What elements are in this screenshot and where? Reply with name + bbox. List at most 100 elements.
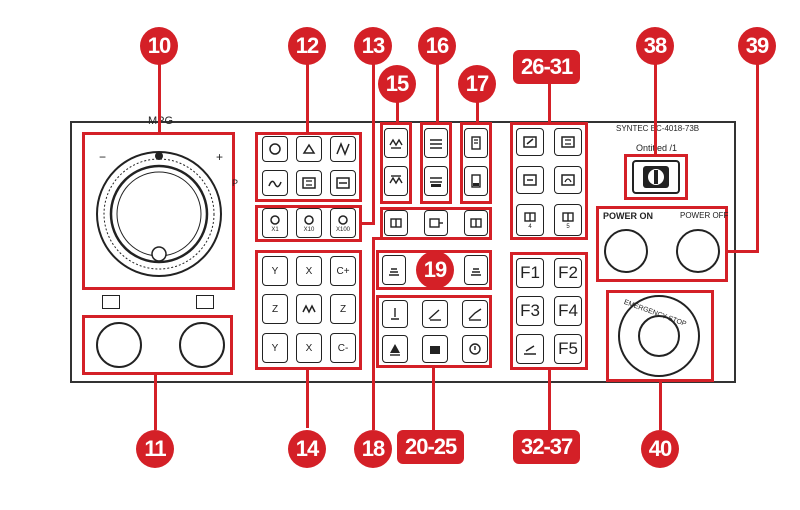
- jog-key-c-minus[interactable]: C-: [330, 333, 356, 363]
- leader-13: [372, 60, 375, 225]
- f4-label: F4: [558, 301, 578, 320]
- jog-key-z-plus-label: Z: [339, 303, 347, 315]
- feed-hold-icon: [430, 346, 440, 354]
- chuck-icon: [429, 218, 443, 228]
- mpg-plus-sign: +: [216, 150, 224, 164]
- mode-key-4[interactable]: [262, 170, 288, 196]
- f1-key[interactable]: F1: [516, 258, 544, 288]
- group-32-37-box: [510, 252, 588, 370]
- marker-19: 19: [416, 251, 454, 289]
- key-15-top[interactable]: [384, 128, 408, 158]
- key-25[interactable]: [462, 335, 488, 363]
- f2-label: F2: [558, 263, 578, 282]
- leader-40: [659, 382, 662, 430]
- key-18-2[interactable]: [424, 210, 448, 236]
- marker-16: 16: [418, 27, 456, 65]
- jog-key-y-plus[interactable]: Y: [262, 256, 288, 286]
- group-40-box: [606, 290, 714, 382]
- power-off-label: POWER OFF: [680, 211, 729, 220]
- jog-keys-box: [255, 250, 362, 370]
- multiplier-x100-icon: [338, 215, 348, 225]
- power-on-button[interactable]: [604, 229, 648, 273]
- mode-key-5[interactable]: [296, 170, 322, 196]
- axis-4-label: 4: [528, 224, 532, 230]
- jog-key-c-plus-label: C+: [336, 265, 350, 277]
- key-28[interactable]: [516, 166, 544, 194]
- jog-key-z-minus[interactable]: Z: [262, 294, 288, 324]
- mode-key-2-icon: [302, 143, 316, 154]
- f2-key[interactable]: F2: [554, 258, 582, 288]
- f3-label: F3: [520, 301, 540, 320]
- key-17-bottom[interactable]: [464, 166, 488, 196]
- left-knob[interactable]: [96, 322, 142, 368]
- jog-key-y-minus[interactable]: Y: [262, 333, 288, 363]
- jog-key-c-minus-label: C-: [337, 342, 349, 354]
- marker-18: 18: [354, 430, 392, 468]
- key-24[interactable]: [422, 335, 448, 363]
- mode-key-2[interactable]: [296, 136, 322, 162]
- jog-key-c-plus[interactable]: C+: [330, 256, 356, 286]
- magazine-icon: [561, 136, 575, 148]
- jog-key-rapid[interactable]: [296, 294, 322, 324]
- mode-key-3[interactable]: [330, 136, 356, 162]
- key-18-3[interactable]: [464, 210, 488, 236]
- jog-key-x-minus[interactable]: X: [296, 333, 322, 363]
- group-17-box: [460, 122, 492, 204]
- mpg-group-box: [82, 132, 235, 290]
- mode-key-1[interactable]: [262, 136, 288, 162]
- single-block-icon: [391, 308, 399, 320]
- mode-key-6[interactable]: [330, 170, 356, 196]
- key-27[interactable]: [554, 128, 582, 156]
- multiplier-x1-key[interactable]: X1: [262, 208, 288, 238]
- key-17-top[interactable]: [464, 128, 488, 158]
- jog-key-x-plus[interactable]: X: [296, 256, 322, 286]
- marker-26-31: 26-31: [513, 50, 581, 84]
- axis-5-icon: [562, 212, 574, 222]
- multiplier-x10-label: X10: [303, 227, 315, 233]
- work-light-key[interactable]: [516, 334, 544, 364]
- marker-13: 13: [354, 27, 392, 65]
- key-29[interactable]: [554, 166, 582, 194]
- multiplier-x10-key[interactable]: X10: [296, 208, 322, 238]
- jog-key-z-minus-label: Z: [271, 303, 279, 315]
- key-23[interactable]: [382, 335, 408, 363]
- right-knob[interactable]: [179, 322, 225, 368]
- jog-key-z-plus[interactable]: Z: [330, 294, 356, 324]
- mpg-handwheel[interactable]: [90, 142, 228, 280]
- key-19-right[interactable]: [464, 255, 488, 285]
- multiplier-x100-key[interactable]: X100: [330, 208, 356, 238]
- mode-key-1-icon: [269, 143, 281, 155]
- power-on-label: POWER ON: [603, 211, 654, 221]
- axis-4-icon: [524, 212, 536, 222]
- group-26-31-box: [510, 122, 588, 240]
- door-icon: [471, 136, 481, 150]
- f5-key[interactable]: F5: [554, 334, 582, 364]
- key-switch[interactable]: [632, 160, 680, 194]
- power-off-button[interactable]: [676, 229, 720, 273]
- key-21[interactable]: [422, 300, 448, 328]
- knob-group-box: [82, 315, 233, 375]
- key-switch-icon: [643, 166, 669, 188]
- key-31[interactable]: 5: [554, 204, 582, 236]
- knob-right-symbol-box: [196, 295, 214, 309]
- jog-key-y-plus-label: Y: [271, 265, 279, 277]
- key-26[interactable]: [516, 128, 544, 156]
- f4-key[interactable]: F4: [554, 296, 582, 326]
- key-16-bottom[interactable]: [424, 166, 448, 196]
- key-22[interactable]: [462, 300, 488, 328]
- key-30[interactable]: 4: [516, 204, 544, 236]
- multiplier-x1-icon: [270, 215, 280, 225]
- key-20[interactable]: [382, 300, 408, 328]
- key-15-bottom[interactable]: [384, 166, 408, 196]
- unclamp-icon: [470, 218, 482, 228]
- key-19-left[interactable]: [382, 255, 406, 285]
- coolant-off-icon: [430, 177, 442, 187]
- key-18-1[interactable]: [384, 210, 408, 236]
- leader-20: [432, 368, 435, 430]
- f3-key[interactable]: F3: [516, 296, 544, 326]
- chip-conveyor-rev-icon: [471, 268, 481, 276]
- key-16-top[interactable]: [424, 128, 448, 158]
- p-label: P: [232, 178, 239, 188]
- leader-11: [154, 375, 157, 430]
- marker-38: 38: [636, 27, 674, 65]
